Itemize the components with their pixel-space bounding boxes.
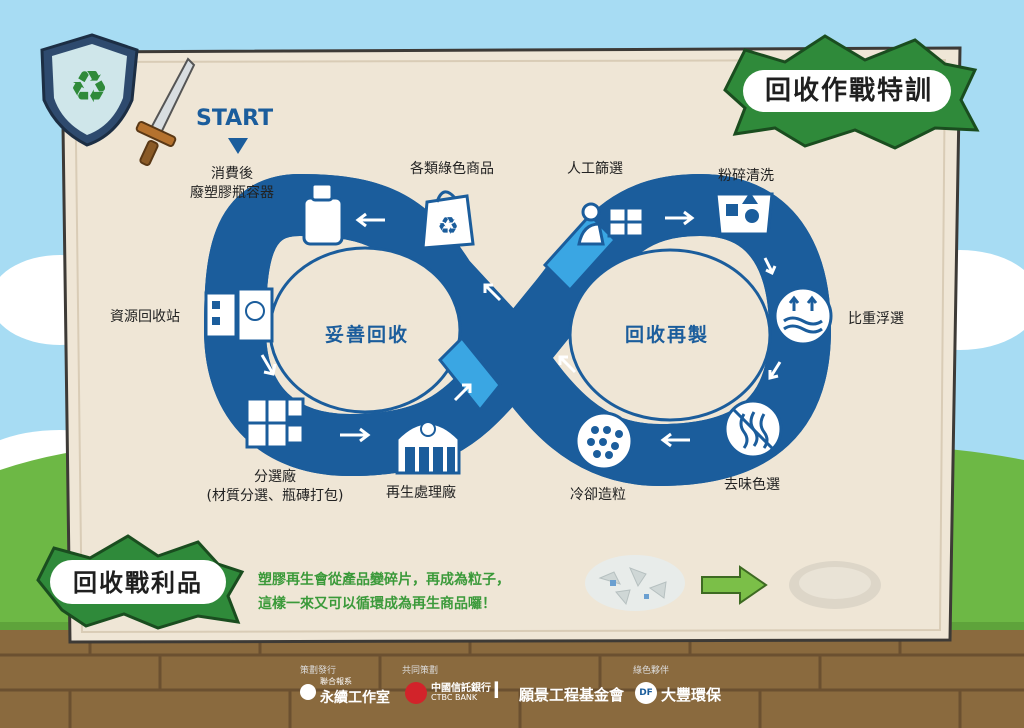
- start-label: START: [196, 106, 274, 131]
- shield-icon: ♻: [40, 33, 139, 147]
- manual-sorting-icon: [577, 202, 645, 246]
- footer-logo-ctbc-text: 中國信託銀行: [431, 683, 491, 694]
- sorting-plant-icon: [245, 397, 305, 449]
- reward-title: 回收戰利品: [73, 569, 203, 597]
- step-consumer-label: 消費後廢塑膠瓶容器: [190, 166, 274, 201]
- ctbc-logo-icon: [405, 682, 427, 704]
- footer-logo-df-text: 大豐環保: [661, 686, 722, 704]
- deodorize-icon: [723, 399, 783, 459]
- bottle-icon: [302, 182, 344, 246]
- arrow-right-icon: [701, 565, 768, 605]
- crush-wash-icon: [714, 192, 774, 236]
- svg-text:♻: ♻: [69, 62, 108, 113]
- page-title: 回收作戰特訓: [764, 76, 933, 106]
- step-station-label: 資源回收站: [110, 309, 180, 325]
- step-pellet-label: 冷卻造粒: [570, 487, 626, 503]
- step-products-label: 各類綠色商品: [410, 161, 494, 177]
- reward-text: 塑膠再生會從產品變碎片，再成為粒子，這樣一來又可以循環成為再生商品囉！: [258, 572, 510, 612]
- footer-logo-ctbc-sub: CTBC BANK: [431, 693, 478, 702]
- step-recycling-plant-label: 再生處理廠: [386, 485, 456, 501]
- plastic-flakes-image: [585, 555, 685, 611]
- footer-caption-green: 綠色夥伴: [633, 666, 670, 676]
- vision-logo-icon: ꟾ: [493, 682, 500, 703]
- footer-logo-udn-sub: 聯合報系: [320, 677, 352, 686]
- recycling-station-icon: [204, 287, 274, 343]
- plastic-pellets-image: [789, 561, 881, 609]
- footer-caption-co: 共同策劃: [402, 666, 439, 676]
- footer-logo-udn-text: 永續工作室: [320, 690, 390, 706]
- title-burst: [723, 34, 980, 150]
- step-manual-sorting-label: 人工篩選: [567, 161, 623, 177]
- footer-logo-vision-text: 願景工程基金會: [519, 686, 625, 704]
- green-product-bag-icon: ♻: [421, 190, 475, 250]
- density-float-icon: [773, 286, 833, 346]
- step-crush-wash-label: 粉碎清洗: [718, 168, 774, 184]
- reward-burst: [36, 534, 245, 630]
- loop-label-left: 妥善回收: [325, 324, 410, 346]
- step-deodorize-label: 去味色選: [724, 477, 780, 493]
- sword-icon: [135, 57, 196, 167]
- footer-caption-plan: 策劃發行: [300, 666, 337, 676]
- svg-text:♻: ♻: [437, 212, 459, 240]
- loop-label-right: 回收再製: [625, 324, 710, 346]
- pellet-icon: [574, 411, 634, 471]
- step-sorting-plant-label: 分選廠(材質分選、瓶磚打包): [206, 469, 344, 504]
- start-marker-icon: [228, 138, 248, 154]
- sustain-logo-icon: [300, 684, 316, 700]
- recycling-plant-icon: [395, 421, 461, 475]
- df-logo-icon: DF: [635, 682, 657, 704]
- step-density-label: 比重浮選: [848, 311, 904, 327]
